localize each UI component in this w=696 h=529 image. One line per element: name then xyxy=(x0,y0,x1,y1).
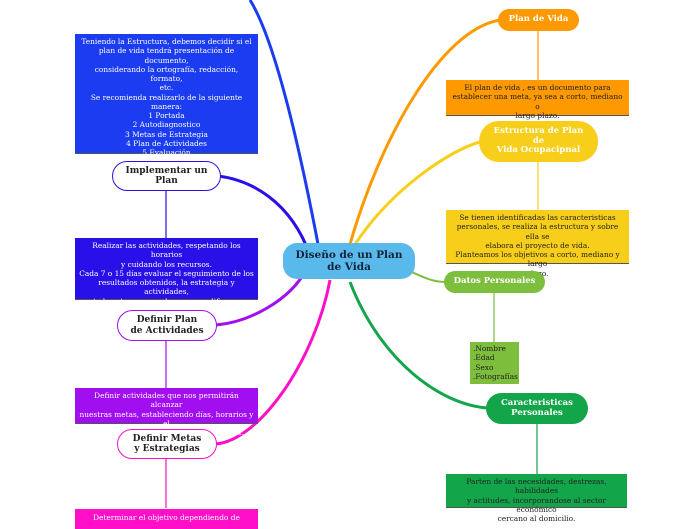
link-definir-metas xyxy=(215,279,332,446)
link-implementar xyxy=(217,174,312,256)
topic-definir-plan-actividades[interactable]: Definir Plan de Actividades xyxy=(117,310,217,341)
topic-definir-metas-estrategias[interactable]: Definir Metas y Estrategias xyxy=(117,429,217,459)
implementar-plan-text: Realizar las actividades, respetando los… xyxy=(75,238,258,324)
central-topic[interactable]: Diseño de un Plan de Vida xyxy=(283,243,415,279)
definir-plan-text: Definir actividades que nos permitirán a… xyxy=(75,388,258,437)
link-top-blue xyxy=(248,0,320,245)
estructura-documento-text: Teniendo la Estructura, debemos decidir … xyxy=(75,34,258,176)
link-estructura xyxy=(352,140,481,247)
plan-de-vida-text: El plan de vida , es un documento para e… xyxy=(446,80,629,120)
estructura-plan-text: Se tienen identificadas las caracteristi… xyxy=(446,210,629,278)
caracteristicas-text: Parten de las necesidades, destrezas, ha… xyxy=(446,474,627,523)
topic-implementar-plan[interactable]: Implementar un Plan xyxy=(112,161,221,191)
link-definir-plan xyxy=(215,269,308,327)
topic-estructura-plan[interactable]: Estructura de Plan de Vida Ocupacipnal xyxy=(479,121,598,162)
datos-personales-list: .Nombre .Edad .Sexo .Fotografías xyxy=(470,342,519,384)
link-caracteristicas xyxy=(348,281,489,410)
link-plan-de-vida xyxy=(348,18,501,245)
topic-caracteristicas-personales[interactable]: Caracteristicas Personales xyxy=(486,393,588,424)
topic-plan-de-vida[interactable]: Plan de Vida xyxy=(498,9,579,31)
definir-metas-text: Determinar el objetivo dependiendo de xyxy=(75,509,258,529)
topic-datos-personales[interactable]: Datos Personales xyxy=(444,271,545,293)
